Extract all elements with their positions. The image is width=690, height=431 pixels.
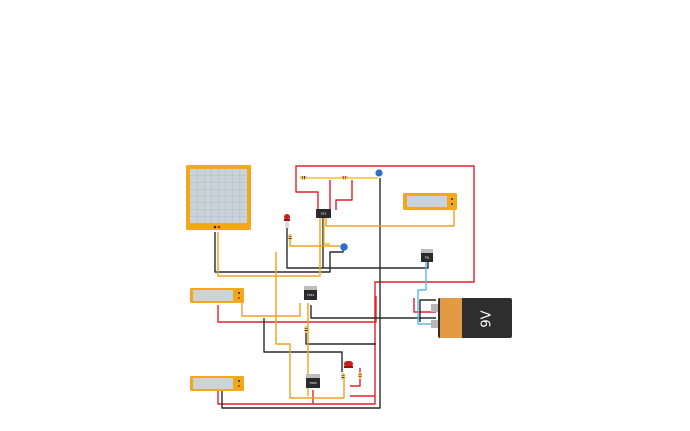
resistor-icon[interactable] — [341, 176, 348, 180]
wire-orange[interactable] — [275, 252, 345, 399]
wire-black[interactable] — [310, 305, 436, 319]
resistor-icon[interactable] — [300, 176, 307, 180]
resistor-icon[interactable] — [358, 372, 362, 379]
oscilloscope-grid — [190, 169, 247, 223]
capacitor-icon[interactable] — [375, 169, 383, 177]
resistor-icon[interactable] — [341, 373, 345, 380]
oscilloscope[interactable] — [186, 165, 251, 230]
wire-blue[interactable] — [417, 262, 436, 325]
voltage-regulator-top[interactable]: 78L — [421, 249, 433, 262]
ic-label: 555 — [321, 212, 327, 216]
led-icon[interactable] — [344, 361, 353, 368]
wire-orange[interactable] — [241, 300, 301, 317]
wire-black[interactable] — [286, 228, 429, 269]
multimeter-bottom-left[interactable] — [190, 376, 244, 391]
regulator-label: 7812 — [307, 293, 315, 297]
resistor-icon[interactable] — [288, 234, 292, 241]
wire-red[interactable] — [217, 390, 376, 405]
wire-black[interactable] — [305, 330, 376, 345]
wire-orange[interactable] — [325, 210, 455, 227]
wire-orange[interactable] — [289, 240, 340, 247]
battery-label: 9V — [480, 310, 495, 327]
wire-red[interactable] — [335, 180, 353, 210]
oscilloscope-probe-terminal[interactable] — [213, 225, 217, 229]
voltage-regulator-middle[interactable]: 7812 — [304, 286, 317, 300]
voltage-regulator-bottom[interactable]: 7805 — [306, 374, 320, 388]
regulator-label: 78L — [424, 256, 430, 260]
wire-red[interactable] — [413, 298, 436, 313]
wire-orange[interactable] — [217, 218, 321, 277]
wire-black[interactable] — [214, 232, 344, 273]
multimeter-top-right[interactable] — [403, 193, 457, 210]
regulator-label: 7805 — [309, 381, 317, 385]
ic-chip-555[interactable]: 555 — [316, 209, 331, 218]
wire-black[interactable] — [419, 299, 436, 322]
wire-black[interactable] — [221, 178, 381, 409]
wire-red[interactable] — [217, 296, 377, 323]
multimeter-middle-left[interactable] — [190, 288, 244, 303]
led-icon[interactable] — [284, 214, 290, 228]
wire-yellow[interactable] — [323, 218, 330, 245]
wire-black[interactable] — [263, 318, 343, 372]
oscilloscope-probe-terminal[interactable] — [217, 225, 221, 229]
capacitor-icon[interactable] — [340, 243, 348, 251]
wire-red[interactable] — [295, 180, 319, 210]
battery-9v[interactable]: 9V — [431, 298, 512, 338]
resistor-icon[interactable] — [304, 326, 308, 333]
